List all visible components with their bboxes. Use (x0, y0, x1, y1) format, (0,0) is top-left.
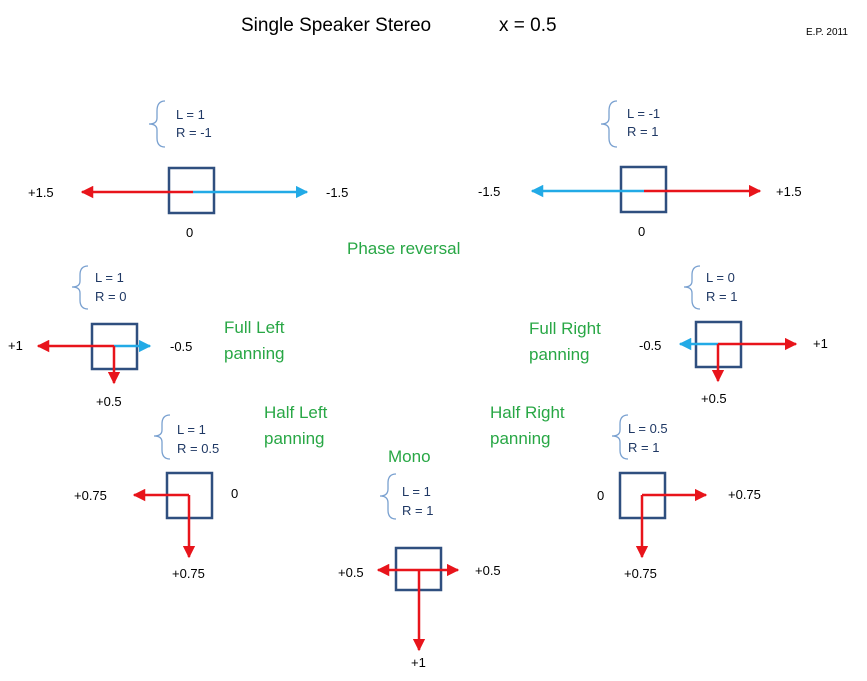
down-value: 0 (186, 225, 193, 240)
page-title: Single Speaker Stereo (241, 15, 431, 36)
right-value: +1.5 (776, 184, 802, 199)
right-value: +0.5 (475, 563, 501, 578)
l-gain: L = 1 (177, 422, 206, 437)
label-phase-reversal: Phase reversal (347, 239, 460, 258)
speaker-box (619, 165, 668, 214)
r-gain: R = 1 (402, 503, 433, 518)
diagram-mono: L = 1 R = 1 +0.5 +0.5 +1 (338, 473, 501, 670)
label-half-left-panning: panning (264, 429, 325, 448)
right-value: +1 (813, 336, 828, 351)
right-value: 0 (231, 486, 238, 501)
left-value: 0 (597, 488, 604, 503)
label-half-right: Half Right (490, 403, 565, 422)
label-full-right: Full Right (529, 319, 601, 338)
down-value: +0.5 (96, 394, 122, 409)
down-value: +1 (411, 655, 426, 670)
left-value: +1.5 (28, 185, 54, 200)
brace-icon (611, 414, 629, 460)
brace-icon (379, 473, 397, 520)
l-gain: L = 1 (95, 270, 124, 285)
left-value: +0.75 (74, 488, 107, 503)
r-gain: R = 1 (706, 289, 737, 304)
label-half-left: Half Left (264, 403, 328, 422)
brace-icon (683, 265, 701, 310)
speaker-box (167, 166, 216, 215)
left-value: -1.5 (478, 184, 500, 199)
brace-icon (600, 100, 618, 148)
label-half-right-panning: panning (490, 429, 551, 448)
right-value: +0.75 (728, 487, 761, 502)
r-gain: R = 0.5 (177, 441, 219, 456)
r-gain: R = -1 (176, 125, 212, 140)
credit-text: E.P. 2011 (806, 27, 848, 38)
l-gain: L = 0 (706, 270, 735, 285)
brace-icon (148, 100, 166, 148)
l-gain: L = 1 (176, 107, 205, 122)
r-gain: R = 0 (95, 289, 126, 304)
diagram-half-left: L = 1 R = 0.5 +0.75 0 +0.75 (74, 414, 238, 581)
l-gain: L = -1 (627, 106, 660, 121)
l-gain: L = 0.5 (628, 421, 668, 436)
brace-icon (71, 265, 89, 310)
diagram-full-left: L = 1 R = 0 +1 -0.5 +0.5 (8, 265, 192, 409)
left-value: +0.5 (338, 565, 364, 580)
diagram-phase-left: L = 1 R = -1 +1.5 -1.5 0 (28, 100, 348, 240)
down-value: +0.5 (701, 391, 727, 406)
down-value: +0.75 (624, 566, 657, 581)
label-full-right-panning: panning (529, 345, 590, 364)
left-value: +1 (8, 338, 23, 353)
r-gain: R = 1 (627, 124, 658, 139)
down-value: 0 (638, 224, 645, 239)
label-full-left-panning: panning (224, 344, 285, 363)
diagram-phase-right: L = -1 R = 1 -1.5 +1.5 0 (478, 100, 802, 239)
right-value: -0.5 (170, 339, 192, 354)
label-full-left: Full Left (224, 318, 285, 337)
left-value: -0.5 (639, 338, 661, 353)
down-value: +0.75 (172, 566, 205, 581)
diagram-full-right: L = 0 R = 1 -0.5 +1 +0.5 (639, 265, 828, 406)
diagram-half-right: L = 0.5 R = 1 0 +0.75 +0.75 (597, 414, 761, 581)
r-gain: R = 1 (628, 440, 659, 455)
right-value: -1.5 (326, 185, 348, 200)
l-gain: L = 1 (402, 484, 431, 499)
label-mono: Mono (388, 447, 431, 466)
brace-icon (153, 414, 171, 460)
x-value-label: x = 0.5 (499, 15, 557, 36)
